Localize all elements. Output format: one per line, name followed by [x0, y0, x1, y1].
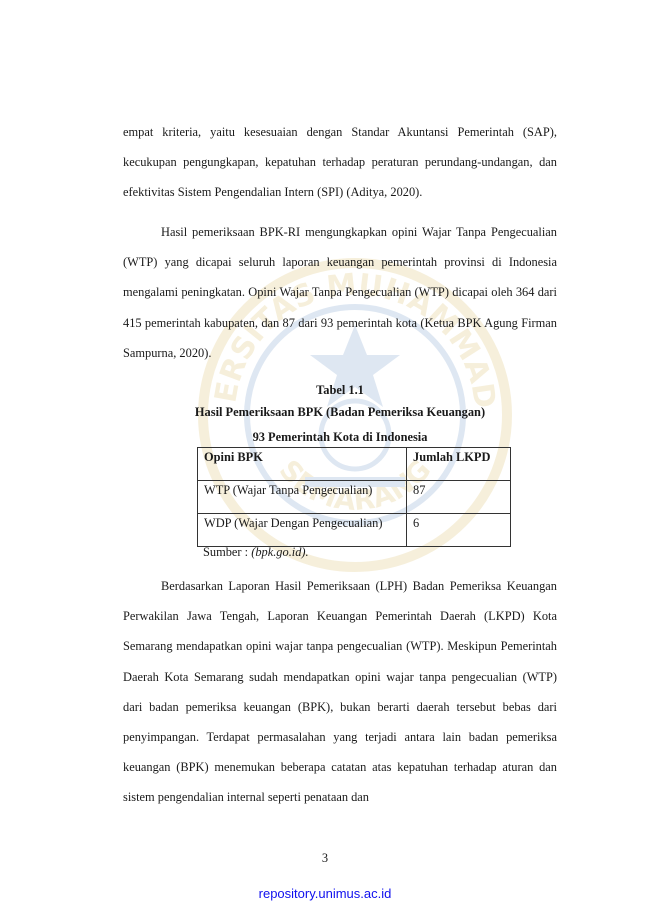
table-label: Tabel 1.1 — [316, 383, 364, 397]
table-row: WDP (Wajar Dengan Pengecualian) 6 — [197, 513, 511, 547]
source-prefix: Sumber : — [203, 545, 252, 559]
cell-jumlah: 6 — [406, 513, 511, 547]
table-row: WTP (Wajar Tanpa Pengecualian) 87 — [197, 480, 511, 514]
paragraph-bpk-results: Hasil pemeriksaan BPK-RI mengungkapkan o… — [123, 225, 557, 360]
repository-link[interactable]: repository.unimus.ac.id — [258, 886, 392, 901]
table-header-row: Opini BPK Jumlah LKPD — [197, 447, 511, 481]
paragraph-lph-semarang: Berdasarkan Laporan Hasil Pemeriksaan (L… — [123, 579, 557, 805]
table-source: Sumber : (bpk.go.id). — [203, 545, 309, 560]
header-jumlah-lkpd: Jumlah LKPD — [406, 447, 511, 481]
cell-opini: WTP (Wajar Tanpa Pengecualian) — [197, 480, 407, 514]
cell-jumlah: 87 — [406, 480, 511, 514]
cell-opini: WDP (Wajar Dengan Pengecualian) — [197, 513, 407, 547]
paragraph-intro: empat kriteria, yaitu kesesuaian dengan … — [123, 125, 557, 200]
table-subtitle: 93 Pemerintah Kota di Indonesia — [252, 430, 428, 444]
bpk-opinion-table: Opini BPK Jumlah LKPD WTP (Wajar Tanpa P… — [197, 447, 511, 547]
source-reference: (bpk.go.id). — [251, 545, 309, 559]
header-opini-bpk: Opini BPK — [197, 447, 407, 481]
page-number: 3 — [321, 851, 329, 865]
table-title: Hasil Pemeriksaan BPK (Badan Pemeriksa K… — [194, 405, 486, 419]
